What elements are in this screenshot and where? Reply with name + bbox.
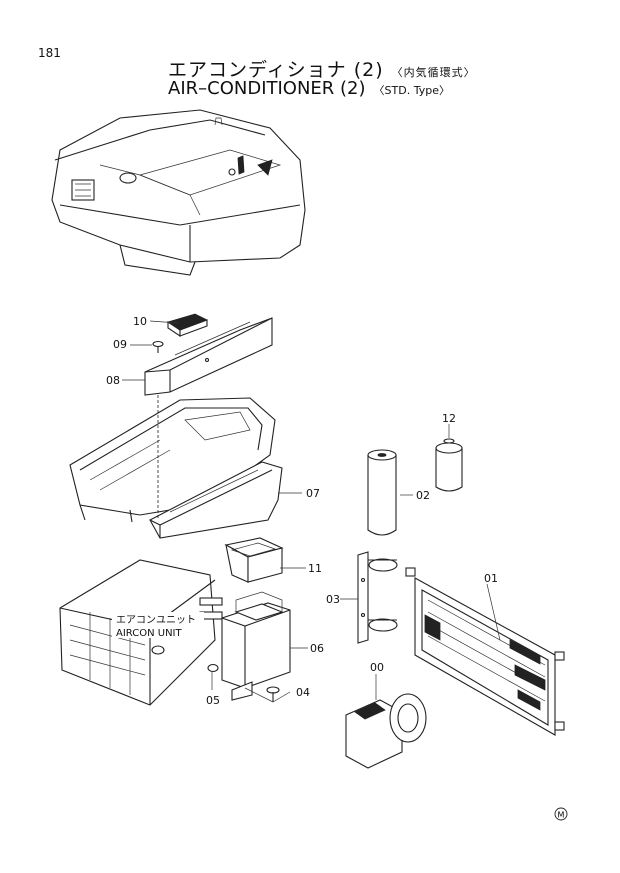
title-en-main: AIR–CONDITIONER (2)	[168, 78, 366, 99]
title-jp-subtitle: 〈内気循環式〉	[391, 66, 476, 79]
cab-roof-illustration	[51, 109, 306, 276]
part-01-illustration	[405, 567, 565, 736]
part-04-illustration	[266, 686, 280, 702]
page-number: 181	[38, 46, 61, 60]
page-title-english: AIR–CONDITIONER (2) 〈STD. Type〉	[168, 78, 450, 99]
callout-08: 08	[106, 374, 120, 387]
callout-12: 12	[442, 412, 456, 425]
part-12-illustration	[435, 438, 463, 492]
cab-ceiling-panel-illustration	[69, 397, 276, 523]
part-08-illustration	[144, 317, 273, 396]
aircon-unit-label-en: AIRCON UNIT	[116, 628, 183, 639]
title-en-subtitle: 〈STD. Type〉	[373, 84, 450, 97]
leader-lines	[122, 320, 501, 703]
m-mark-letter: M	[558, 811, 565, 820]
part-05-illustration	[207, 663, 219, 673]
title-jp-main: エアコンディショナ (2)	[168, 59, 384, 81]
part-00-illustration	[345, 693, 427, 769]
part-09-illustration	[152, 340, 164, 353]
aircon-label-background	[112, 612, 204, 638]
callout-11: 11	[308, 562, 322, 575]
callout-06: 06	[310, 642, 324, 655]
part-02-illustration	[367, 449, 397, 536]
callout-10: 10	[133, 315, 147, 328]
aircon-unit-label-jp: エアコンユニット	[116, 615, 196, 626]
part-11-illustration	[224, 537, 284, 583]
callout-07: 07	[306, 487, 320, 500]
callout-02: 02	[416, 489, 430, 502]
aircon-unit-illustration	[59, 559, 223, 706]
m-mark-icon: M	[554, 807, 568, 821]
callout-03: 03	[326, 593, 340, 606]
callout-01: 01	[484, 572, 498, 585]
part-03-illustration	[357, 551, 398, 644]
part-07-illustration	[149, 461, 283, 539]
callout-05: 05	[206, 694, 220, 707]
callout-09: 09	[113, 338, 127, 351]
part-06-illustration	[221, 591, 291, 701]
part-10-illustration	[167, 313, 209, 338]
callout-00: 00	[370, 661, 384, 674]
callout-04: 04	[296, 686, 310, 699]
page-title-japanese: エアコンディショナ (2) 〈内気循環式〉	[168, 55, 476, 82]
